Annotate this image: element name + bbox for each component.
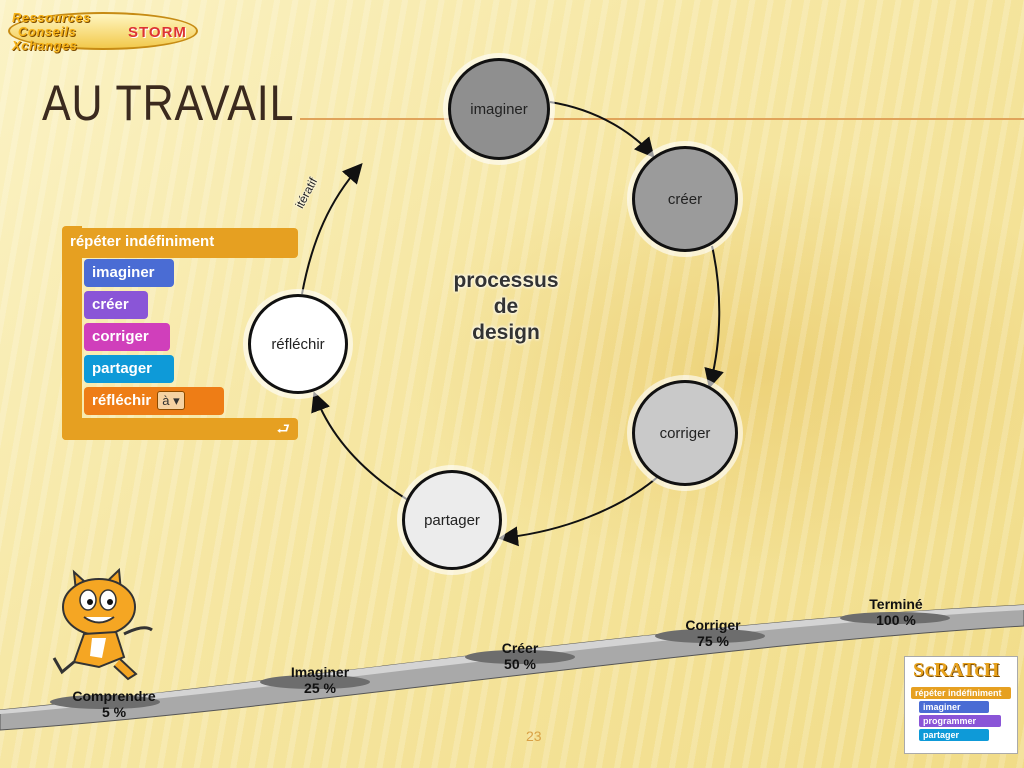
arrow-partager-reflechir [311, 391, 409, 501]
scratch-block-partager: partager [919, 729, 989, 741]
block-reflechir-label: réfléchir [92, 392, 152, 409]
storm-logo: Ressources Conseils Xchanges STORM [8, 8, 198, 54]
milestone-pct: 5 % [101, 704, 127, 720]
forever-block-frame: ⮐ [62, 226, 298, 440]
milestone-label: Comprendre [72, 688, 156, 704]
chevron-down-icon: ▾ [173, 393, 180, 408]
cycle-center-text: processus de design [426, 268, 586, 346]
scratch-hat-block: répéter indéfiniment [911, 687, 1011, 699]
node-corriger: corriger [632, 380, 738, 486]
node-partager: partager [402, 470, 502, 570]
node-creer: créer [632, 146, 738, 252]
milestone-label: Terminé [869, 596, 923, 612]
milestone-creer: Créer 50 % [480, 640, 560, 672]
block-corriger[interactable]: corriger [84, 323, 170, 351]
reflechir-dropdown[interactable]: à ▾ [157, 391, 185, 410]
arrow-corriger-partager [498, 474, 661, 547]
logo-line-1: Ressources [12, 10, 91, 25]
scratch-logo-card: ScRATcH répéter indéfiniment imaginer pr… [904, 656, 1018, 754]
cycle-arrows [301, 101, 724, 547]
milestone-corriger: Corriger 75 % [670, 617, 756, 649]
milestone-label: Créer [501, 640, 539, 656]
milestone-pct: 50 % [504, 656, 536, 672]
scratch-brand: ScRATcH [913, 659, 1000, 681]
scratch-block-programmer: programmer [919, 715, 1001, 727]
forever-bottom: ⮐ [62, 418, 298, 440]
milestone-termine: Terminé 100 % [856, 596, 936, 628]
node-reflechir: réfléchir [248, 294, 348, 394]
scratch-block-imaginer: imaginer [919, 701, 989, 713]
logo-line-2: Conseils [18, 24, 77, 39]
block-partager[interactable]: partager [84, 355, 174, 383]
dropdown-value: à [162, 393, 170, 408]
milestone-label: Corriger [685, 617, 741, 633]
page-number: 23 [526, 728, 542, 744]
node-imaginer: imaginer [448, 58, 550, 160]
milestone-pct: 75 % [697, 633, 729, 649]
arrow-reflechir-imaginer [301, 162, 363, 295]
milestone-imaginer: Imaginer 25 % [270, 664, 370, 696]
loop-arrow-icon: ⮐ [276, 421, 290, 438]
scratch-cat-image [52, 567, 153, 681]
design-cycle-diagram: imaginer créer corriger partager réfléch… [240, 50, 760, 590]
block-reflechir[interactable]: réfléchir à ▾ [84, 387, 224, 415]
block-imaginer[interactable]: imaginer [84, 259, 174, 287]
milestone-pct: 100 % [876, 612, 916, 628]
forever-arm [62, 226, 82, 440]
title-rule [300, 118, 1024, 120]
logo-brand: STORM [128, 24, 187, 41]
arrow-imaginer-creer [549, 101, 655, 159]
block-creer[interactable]: créer [84, 291, 148, 319]
center-line-1: processus [453, 269, 559, 292]
slide-title: AU TRAVAIL [42, 75, 295, 131]
scratch-script: ⮐ répéter indéfiniment imaginer créer co… [62, 226, 298, 440]
logo-line-3: Xchanges [12, 38, 78, 53]
center-line-2: de [493, 295, 519, 318]
center-line-3: design [472, 321, 540, 344]
forever-hat-block[interactable]: répéter indéfiniment [62, 228, 298, 258]
milestone-comprendre: Comprendre 5 % [62, 688, 166, 720]
arrow-creer-corriger [704, 245, 724, 389]
progress-ruler [0, 604, 1024, 731]
logo-oval [8, 12, 198, 50]
milestone-pct: 25 % [304, 680, 336, 696]
milestone-label: Imaginer [290, 664, 350, 680]
